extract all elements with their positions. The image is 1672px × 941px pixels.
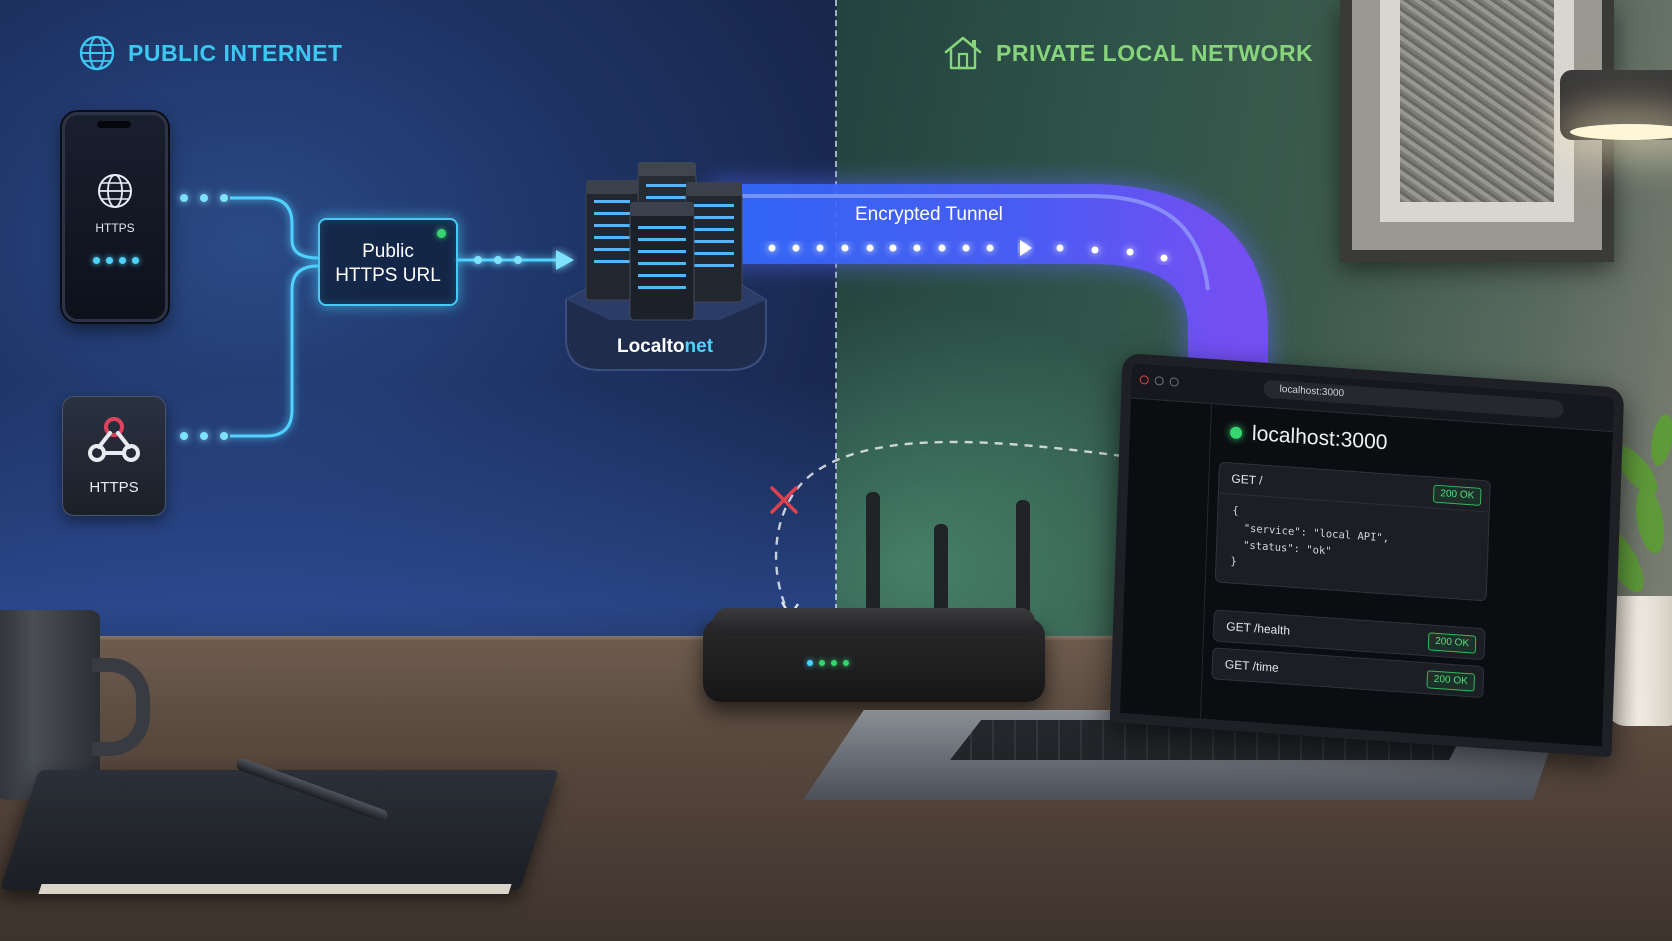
status-badge: 200 OK xyxy=(1427,632,1477,654)
coffee-mug xyxy=(0,610,100,800)
localtonet-label-suffix: net xyxy=(684,336,714,357)
status-badge: 200 OK xyxy=(1433,484,1482,506)
request-method-path: GET /time xyxy=(1224,657,1279,675)
laptop-screen: localhost:3000 localhost:3000 GET / 200 … xyxy=(1109,352,1625,758)
phone-loading-dots xyxy=(93,257,139,264)
tunnel-packet-dots xyxy=(768,244,1168,262)
browser-sidebar xyxy=(1120,397,1213,719)
status-badge: 200 OK xyxy=(1426,670,1476,692)
public-internet-header: PUBLIC INTERNET xyxy=(78,34,343,72)
lamp-light xyxy=(1570,124,1672,140)
webhook-client: HTTPS xyxy=(62,396,166,516)
webhook-icon xyxy=(88,417,140,462)
url-to-relay-arrowhead xyxy=(556,250,574,270)
network-boundary-divider xyxy=(835,0,837,620)
request-card-root[interactable]: GET / 200 OK { "service": "local API", "… xyxy=(1214,461,1491,602)
globe-icon xyxy=(79,35,115,71)
private-network-label: PRIVATE LOCAL NETWORK xyxy=(996,39,1314,66)
url-status-dot xyxy=(437,229,446,238)
notebook-pages xyxy=(38,884,512,894)
public-internet-label: PUBLIC INTERNET xyxy=(128,39,343,66)
tunnel-arrowhead xyxy=(1020,240,1032,256)
localhost-heading: localhost:3000 xyxy=(1229,420,1388,455)
globe-icon xyxy=(98,174,132,208)
response-body: { "service": "local API", "status": "ok"… xyxy=(1215,492,1489,601)
router-led xyxy=(843,660,849,666)
router-led xyxy=(831,660,837,666)
request-method-path: GET /health xyxy=(1226,619,1291,638)
phone-https-label: HTTPS xyxy=(95,221,135,235)
localhost-heading-text: localhost:3000 xyxy=(1251,421,1388,455)
x-icon xyxy=(770,486,798,514)
plant-pot xyxy=(1606,596,1672,726)
public-url-line1: Public xyxy=(362,241,414,262)
router-led xyxy=(819,660,825,666)
encrypted-tunnel xyxy=(712,184,1268,392)
phone-notch xyxy=(97,121,131,128)
request-method-path: GET / xyxy=(1231,471,1263,488)
router-led xyxy=(807,660,813,666)
private-network-header: PRIVATE LOCAL NETWORK xyxy=(942,34,1313,72)
localtonet-label: Localtonet xyxy=(600,336,730,358)
phone-client: HTTPS xyxy=(62,112,168,322)
public-url-label: Public HTTPS URL xyxy=(320,240,456,288)
router-antennas xyxy=(866,492,1030,622)
client-flow-lines xyxy=(230,196,560,438)
browser-address-bar[interactable]: localhost:3000 xyxy=(1263,379,1564,419)
public-url-line2: HTTPS URL xyxy=(335,265,441,286)
home-router xyxy=(703,608,1045,704)
webhook-https-label: HTTPS xyxy=(89,479,139,496)
encrypted-tunnel-label: Encrypted Tunnel xyxy=(855,204,1003,225)
localtonet-label-prefix: Localto xyxy=(616,336,685,357)
notebook xyxy=(0,770,559,890)
coffee-mug-handle xyxy=(92,658,150,756)
localtonet-server-cluster xyxy=(565,162,767,371)
home-icon xyxy=(944,36,982,70)
encrypted-tunnel-highlight xyxy=(712,194,1210,291)
server-online-dot xyxy=(1229,426,1243,440)
browser-nav-controls[interactable] xyxy=(1139,375,1179,387)
public-https-url-box: Public HTTPS URL xyxy=(318,218,458,306)
blocked-direct-path xyxy=(774,440,1123,613)
client-flow-dots xyxy=(180,194,522,440)
